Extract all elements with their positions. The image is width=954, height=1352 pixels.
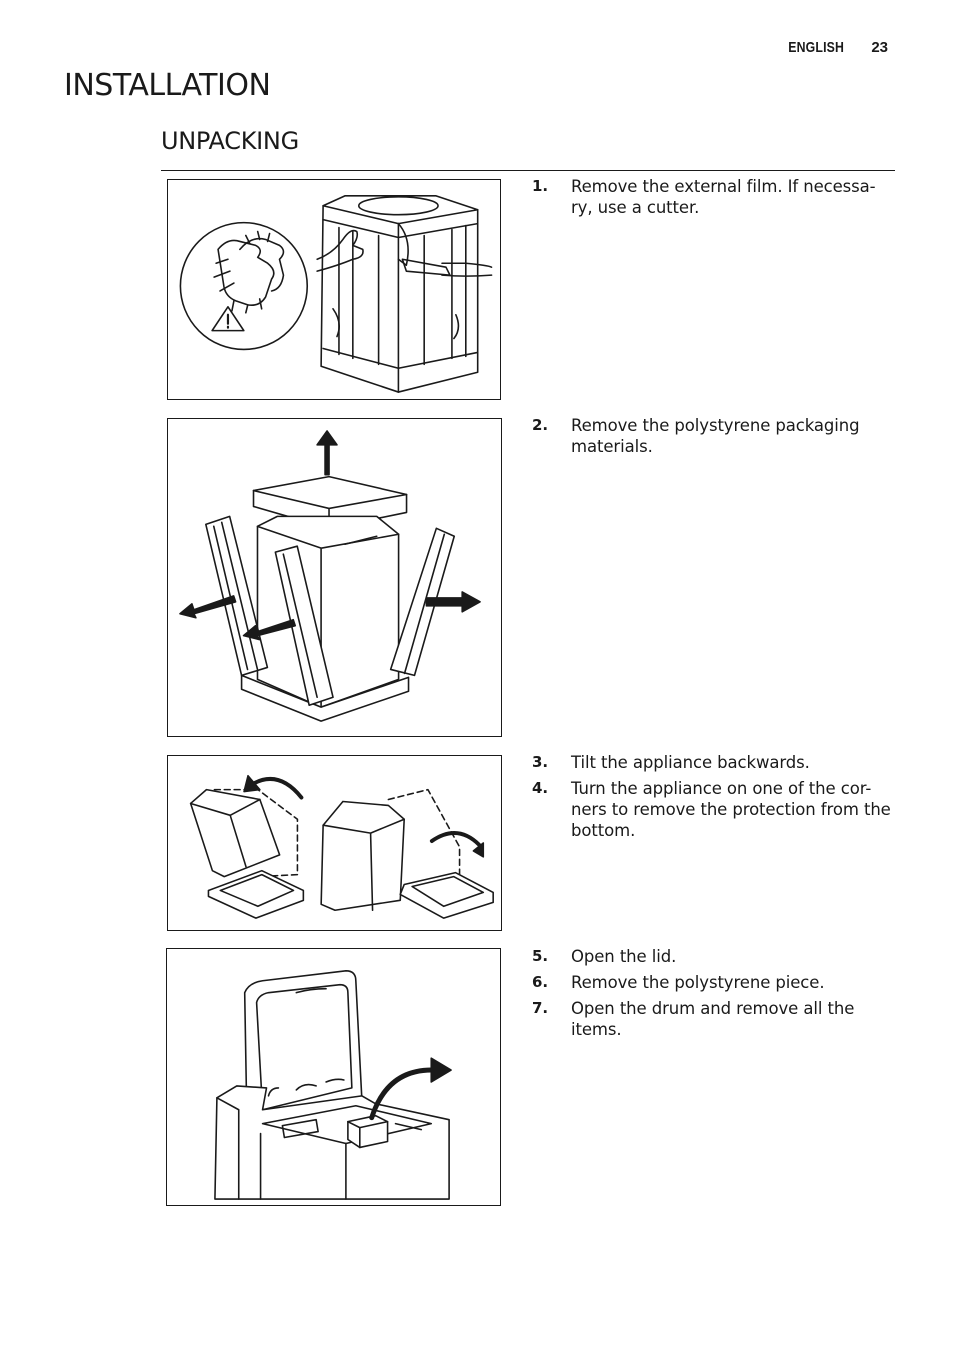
section-divider — [161, 170, 895, 171]
step-item: 1. Remove the external film. If necessa-r… — [532, 176, 892, 218]
rotate-arrow-icon — [429, 831, 485, 858]
arrow-left-icon — [179, 595, 237, 619]
steps-group-1: 1. Remove the external film. If necessa-r… — [532, 176, 892, 223]
arrow-left-icon — [242, 618, 297, 641]
step-item: 7. Open the drum and remove all the items… — [532, 998, 892, 1040]
page-number: 23 — [871, 39, 888, 56]
step-text: Remove the polystyrene packaging materia… — [571, 416, 860, 456]
rotate-arrow-icon — [243, 774, 304, 800]
washer-body — [214, 1085, 450, 1200]
figure-remove-polystyrene — [167, 418, 502, 737]
header-language: ENGLISH — [788, 39, 844, 56]
step-text: Open the lid. — [571, 947, 677, 966]
step-text: Turn the appliance on one of the cor-ner… — [571, 779, 891, 840]
step-number: 4. — [532, 779, 548, 797]
curved-arrow-icon — [369, 1057, 452, 1121]
hands-icon — [316, 229, 493, 277]
steps-group-2: 2. Remove the polystyrene packaging mater… — [532, 415, 892, 462]
step-item: 6. Remove the polystyrene piece. — [532, 972, 892, 993]
tilted-washer-right — [320, 788, 494, 919]
base-packaging — [240, 674, 410, 722]
subsection-title: UNPACKING — [161, 127, 299, 155]
steps-group-4: 5. Open the lid. 6. Remove the polystyrene… — [532, 946, 892, 1045]
step-number: 5. — [532, 947, 548, 965]
figure-open-lid — [166, 948, 501, 1206]
figure-remove-film — [167, 179, 501, 400]
polystyrene-piece — [347, 1114, 389, 1149]
step-number: 1. — [532, 177, 548, 195]
step-item: 5. Open the lid. — [532, 946, 892, 967]
step-text: Tilt the appliance backwards. — [571, 753, 810, 772]
figure-tilt-appliance — [167, 755, 502, 931]
step-number: 6. — [532, 973, 548, 991]
gloves-warning-icon — [179, 221, 309, 351]
step-number: 3. — [532, 753, 548, 771]
step-number: 2. — [532, 416, 548, 434]
step-item: 2. Remove the polystyrene packaging mater… — [532, 415, 892, 457]
step-text: Remove the polystyrene piece. — [571, 973, 825, 992]
step-text: Open the drum and remove all the items. — [571, 999, 855, 1039]
open-lid — [243, 970, 363, 1125]
step-item: 3. Tilt the appliance backwards. — [532, 752, 892, 773]
section-title: INSTALLATION — [64, 68, 271, 103]
tilted-washer-left — [189, 788, 305, 919]
step-number: 7. — [532, 999, 548, 1017]
step-text: Remove the external film. If necessa-ry,… — [571, 177, 876, 217]
steps-group-3: 3. Tilt the appliance backwards. 4. Turn t… — [532, 752, 892, 846]
arrow-up-icon — [316, 430, 338, 476]
step-item: 4. Turn the appliance on one of the cor-n… — [532, 778, 892, 841]
washer-with-film — [320, 195, 479, 393]
arrow-right-icon — [425, 591, 481, 613]
